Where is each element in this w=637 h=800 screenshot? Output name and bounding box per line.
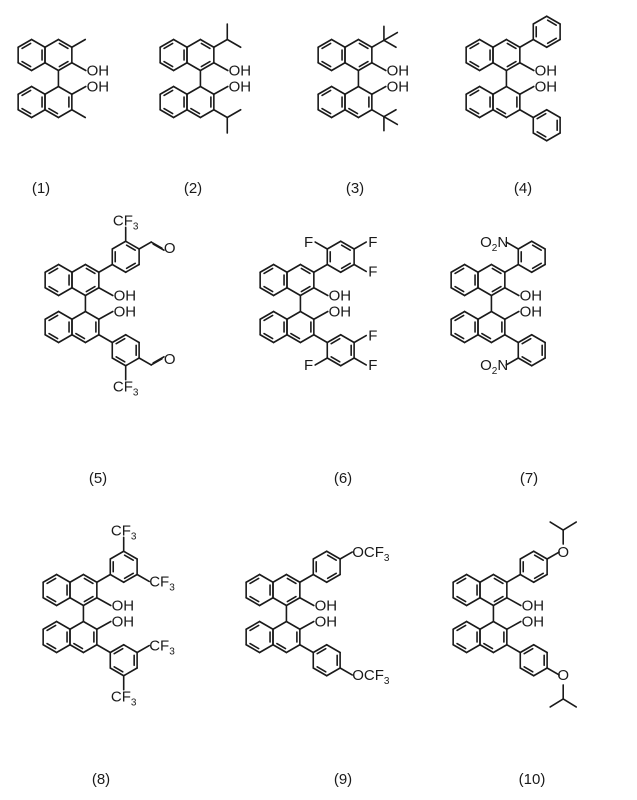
hydroxyl-label: OH <box>522 598 545 615</box>
hydroxyl-label: OH <box>114 288 136 305</box>
cf3-label: CF3 <box>149 638 175 658</box>
fluorine-label: F <box>368 328 377 345</box>
compound-label: (4) <box>514 180 532 197</box>
nitro-label: O2N <box>480 357 508 377</box>
compound-label: (9) <box>334 771 352 788</box>
nitro-label: O2N <box>480 234 508 254</box>
compound-label: (7) <box>520 470 538 487</box>
hydroxyl-label: OH <box>387 63 410 80</box>
hydroxyl-label: OH <box>329 304 352 321</box>
fluorine-label: F <box>304 357 313 374</box>
hydroxyl-label: OH <box>520 288 543 305</box>
hydroxyl-label: OH <box>535 63 558 80</box>
compound-label: (3) <box>346 180 364 197</box>
hydroxyl-label: OH <box>229 79 252 96</box>
hydroxyl-label: OH <box>387 79 410 96</box>
hydroxyl-label: OH <box>520 304 543 321</box>
hydroxyl-label: OH <box>315 614 338 631</box>
fluorine-label: F <box>368 263 377 280</box>
ocf3-label: OCF3 <box>352 667 390 687</box>
hydroxyl-label: OH <box>535 79 558 96</box>
hydroxyl-label: OH <box>87 79 110 96</box>
fluorine-label: F <box>304 234 313 251</box>
cf3-label: CF3 <box>113 212 139 232</box>
hydroxyl-label: OH <box>112 598 134 615</box>
cf3-label: CF3 <box>111 522 137 542</box>
fluorine-label: F <box>368 357 377 374</box>
hydroxyl-label: OH <box>114 304 136 321</box>
hydroxyl-label: OH <box>112 614 134 631</box>
hydroxyl-label: OH <box>229 63 252 80</box>
hydroxyl-label: OH <box>87 63 110 80</box>
compound-label: (2) <box>184 180 202 197</box>
ether-oxygen-label: O <box>557 667 569 684</box>
compound-label: (6) <box>334 470 352 487</box>
compound-label: (8) <box>92 771 110 788</box>
cf3-label: CF3 <box>113 379 139 399</box>
compound-label: (5) <box>89 470 107 487</box>
ocf3-label: OCF3 <box>352 544 390 564</box>
ether-oxygen-label: O <box>557 544 569 561</box>
fluorine-label: F <box>368 234 377 251</box>
hydroxyl-label: OH <box>315 598 338 615</box>
hydroxyl-label: OH <box>522 614 545 631</box>
aldehyde-oxygen-label: O <box>164 351 176 368</box>
cf3-label: CF3 <box>111 689 137 709</box>
aldehyde-oxygen-label: O <box>164 240 176 257</box>
compound-label: (10) <box>519 771 546 788</box>
cf3-label: CF3 <box>149 573 175 593</box>
compound-label: (1) <box>32 180 50 197</box>
hydroxyl-label: OH <box>329 288 352 305</box>
